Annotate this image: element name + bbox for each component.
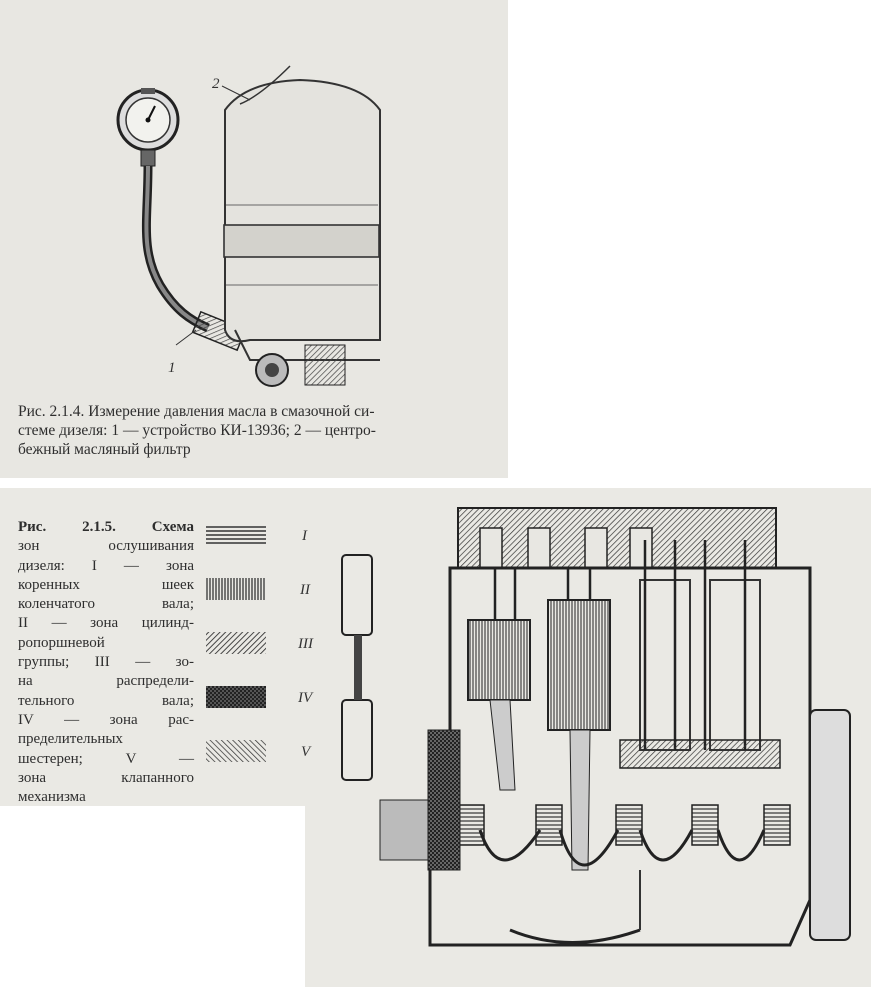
legend-swatch-zone-5 — [206, 740, 266, 762]
legend-label-zone-2: II — [299, 582, 311, 598]
pressure-gauge-icon — [116, 88, 180, 167]
caption-line: зон ослушивания — [18, 538, 194, 555]
caption-line: пределительных — [18, 731, 123, 748]
caption-line: коренных шеек — [18, 576, 194, 593]
caption-line: II — зона цилинд- — [18, 615, 194, 632]
caption-line: Рис. 2.1.5. Схема — [18, 519, 194, 535]
figure-215-caption: Рис. 2.1.5. Схема зон ослушивания дизеля… — [18, 518, 194, 807]
caption-line: дизеля: I — зона — [18, 557, 194, 574]
caption-line: группы; III — зо- — [18, 654, 194, 671]
caption-line: Рис. 2.1.4. Измерение давления масла в с… — [18, 403, 375, 420]
figure-215-legend: I II III IV V — [206, 524, 314, 762]
legend-label-zone-5: V — [301, 744, 312, 760]
caption-line: IV — зона рас- — [18, 711, 194, 728]
caption-line: бежный масляный фильтр — [18, 441, 191, 458]
legend-swatch-zone-2 — [206, 578, 266, 600]
caption-line: стеме дизеля: 1 — устройство КИ-13936; 2… — [18, 422, 376, 439]
callout-1: 1 — [168, 360, 176, 376]
blank-area-left — [0, 806, 305, 987]
figure-214-caption: Рис. 2.1.4. Измерение давления масла в с… — [18, 402, 473, 459]
legend-swatch-zone-3 — [206, 632, 266, 654]
legend-label-zone-1: I — [301, 528, 308, 544]
legend-swatch-zone-4 — [206, 686, 266, 708]
legend-swatch-zone-1 — [206, 524, 266, 546]
figure-214-illustration: 1 2 — [116, 65, 381, 387]
caption-line: ропоршневой — [18, 634, 105, 651]
figure-215-engine-diagram — [341, 507, 851, 947]
caption-line: тельного вала; — [18, 692, 194, 709]
callout-2: 2 — [212, 76, 220, 92]
caption-line: коленчатого вала; — [18, 596, 194, 613]
oil-filter-icon — [223, 65, 381, 387]
blank-area-right — [508, 0, 871, 488]
caption-line: на распредели- — [18, 673, 194, 690]
caption-line: механизма — [18, 789, 86, 806]
caption-line: шестерен; V — — [18, 750, 194, 767]
legend-label-zone-3: III — [297, 636, 314, 652]
legend-label-zone-4: IV — [297, 690, 314, 706]
caption-line: зона клапанного — [18, 769, 194, 786]
